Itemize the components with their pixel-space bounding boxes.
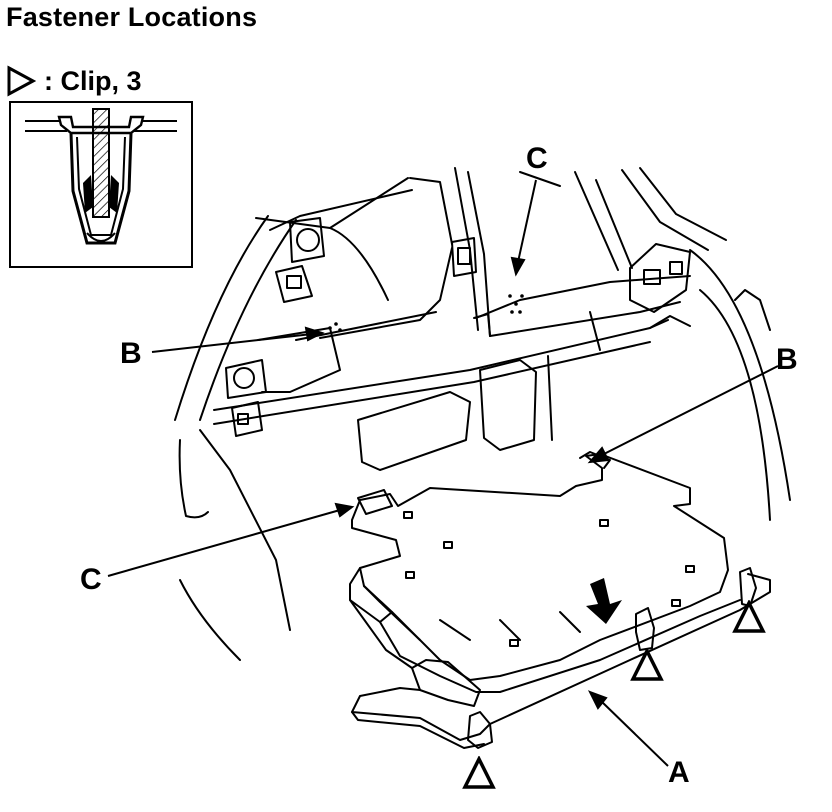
clip-marker-icon	[462, 756, 496, 789]
callout-a: A	[668, 756, 690, 789]
clip-legend: : Clip, 3	[6, 64, 142, 98]
callout-b-right: B	[776, 343, 798, 376]
down-arrow-icon	[586, 578, 622, 624]
clip-marker-icon	[732, 600, 766, 633]
clip-cross-section-icon	[25, 108, 177, 245]
triangle-outline-icon	[7, 65, 36, 97]
page-title: Fastener Locations	[6, 2, 258, 32]
clip-marker-icon	[630, 648, 664, 681]
callout-c-top: C	[526, 142, 548, 175]
clip-detail-inset	[9, 101, 193, 268]
clip-legend-text: : Clip, 3	[44, 65, 142, 96]
callout-c-left: C	[80, 563, 102, 596]
callout-b-left: B	[120, 337, 142, 370]
